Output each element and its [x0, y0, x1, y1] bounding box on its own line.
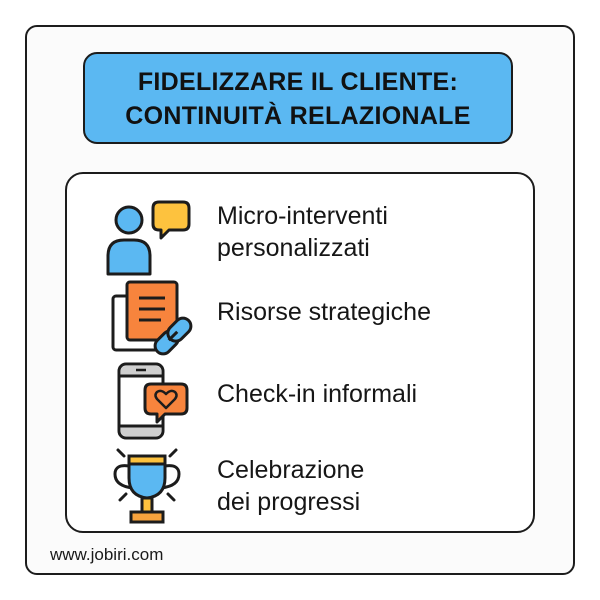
- document-link-icon: [99, 274, 195, 358]
- items-panel: Micro-interventi personalizzati Risorse …: [65, 172, 535, 533]
- item-label: Celebrazione dei progressi: [217, 456, 365, 516]
- trophy-icon: [99, 444, 195, 528]
- phone-heart-message-icon: [99, 358, 195, 442]
- item-label: Risorse strategiche: [217, 298, 431, 326]
- title-line-2: CONTINUITÀ RELAZIONALE: [125, 102, 471, 130]
- list-item-check-in-informali: Check-in informali: [67, 356, 533, 440]
- item-label: Micro-interventi personalizzati: [217, 202, 388, 262]
- list-item-celebrazione: Celebrazione dei progressi: [67, 438, 533, 526]
- list-item-micro-interventi: Micro-interventi personalizzati: [67, 188, 533, 276]
- list-item-risorse-strategiche: Risorse strategiche: [67, 274, 533, 356]
- item-label: Check-in informali: [217, 380, 418, 408]
- footer-url[interactable]: www.jobiri.com: [50, 545, 164, 564]
- title-line-1: FIDELIZZARE IL CLIENTE:: [137, 68, 459, 96]
- person-speech-bubble-icon: [99, 194, 195, 278]
- title-banner: FIDELIZZARE IL CLIENTE: CONTINUITÀ RELAZ…: [83, 52, 513, 144]
